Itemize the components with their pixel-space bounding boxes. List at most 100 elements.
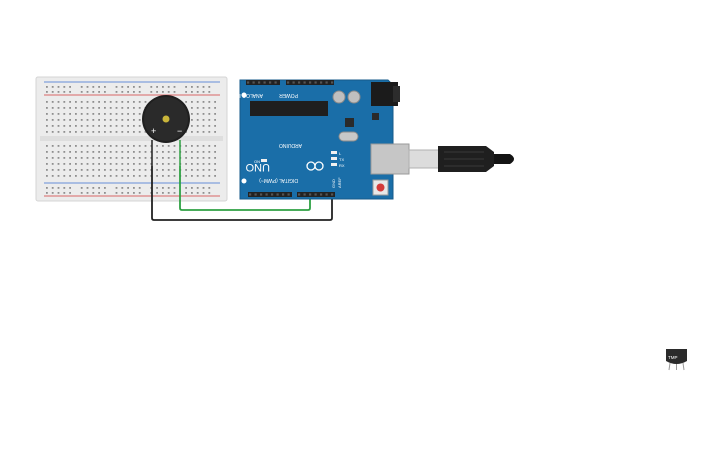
breadboard-hole[interactable]: [138, 157, 141, 159]
breadboard-hole[interactable]: [75, 113, 77, 115]
breadboard-hole[interactable]: [57, 163, 60, 165]
breadboard-hole[interactable]: [127, 187, 129, 189]
breadboard-hole[interactable]: [162, 151, 164, 153]
header-pin[interactable]: [314, 81, 317, 84]
breadboard-hole[interactable]: [63, 145, 66, 147]
breadboard-hole[interactable]: [185, 187, 187, 189]
breadboard-hole[interactable]: [98, 157, 100, 159]
breadboard-hole[interactable]: [109, 145, 112, 147]
breadboard-hole[interactable]: [92, 113, 95, 115]
piezo-buzzer[interactable]: + −: [142, 95, 190, 166]
breadboard-hole[interactable]: [86, 131, 89, 133]
breadboard-hole[interactable]: [133, 163, 135, 165]
breadboard-hole[interactable]: [57, 119, 60, 121]
breadboard-hole[interactable]: [191, 175, 193, 177]
breadboard-hole[interactable]: [63, 157, 66, 159]
breadboard-hole[interactable]: [196, 107, 199, 109]
breadboard-hole[interactable]: [144, 101, 147, 103]
breadboard-hole[interactable]: [104, 107, 106, 109]
breadboard-hole[interactable]: [51, 86, 54, 88]
breadboard-hole[interactable]: [115, 113, 118, 115]
breadboard-hole[interactable]: [86, 113, 89, 115]
breadboard-hole[interactable]: [75, 107, 77, 109]
breadboard-hole[interactable]: [138, 86, 141, 88]
breadboard-hole[interactable]: [127, 145, 129, 147]
breadboard-hole[interactable]: [104, 192, 106, 194]
breadboard-hole[interactable]: [144, 145, 147, 147]
breadboard-hole[interactable]: [173, 169, 176, 171]
breadboard-hole[interactable]: [138, 151, 141, 153]
breadboard-hole[interactable]: [46, 163, 48, 165]
breadboard-hole[interactable]: [185, 101, 187, 103]
breadboard-hole[interactable]: [69, 113, 71, 115]
breadboard-hole[interactable]: [92, 192, 95, 194]
breadboard-hole[interactable]: [173, 192, 176, 194]
breadboard-hole[interactable]: [115, 163, 118, 165]
breadboard-hole[interactable]: [138, 107, 141, 109]
breadboard-hole[interactable]: [109, 119, 112, 121]
breadboard-hole[interactable]: [46, 125, 48, 127]
breadboard-hole[interactable]: [98, 119, 100, 121]
breadboard-hole[interactable]: [80, 91, 83, 93]
breadboard-hole[interactable]: [208, 192, 211, 194]
breadboard-hole[interactable]: [167, 169, 170, 171]
breadboard-hole[interactable]: [138, 175, 141, 177]
breadboard-hole[interactable]: [208, 119, 211, 121]
breadboard-hole[interactable]: [144, 169, 147, 171]
breadboard-hole[interactable]: [185, 91, 187, 93]
breadboard-hole[interactable]: [104, 113, 106, 115]
breadboard-hole[interactable]: [208, 107, 211, 109]
breadboard-hole[interactable]: [173, 175, 176, 177]
breadboard-hole[interactable]: [196, 113, 199, 115]
breadboard-hole[interactable]: [57, 145, 60, 147]
breadboard-hole[interactable]: [46, 151, 48, 153]
breadboard-hole[interactable]: [69, 151, 71, 153]
breadboard-hole[interactable]: [138, 192, 141, 194]
breadboard-hole[interactable]: [173, 157, 176, 159]
breadboard-hole[interactable]: [115, 145, 118, 147]
breadboard-hole[interactable]: [202, 163, 205, 165]
breadboard-hole[interactable]: [127, 113, 129, 115]
breadboard-hole[interactable]: [133, 107, 135, 109]
breadboard-hole[interactable]: [109, 163, 112, 165]
breadboard-hole[interactable]: [127, 107, 129, 109]
breadboard-hole[interactable]: [138, 145, 141, 147]
breadboard-hole[interactable]: [57, 107, 60, 109]
breadboard-hole[interactable]: [104, 187, 106, 189]
breadboard-hole[interactable]: [63, 91, 66, 93]
breadboard-hole[interactable]: [202, 175, 205, 177]
breadboard-hole[interactable]: [162, 187, 164, 189]
breadboard-hole[interactable]: [133, 131, 135, 133]
breadboard-hole[interactable]: [208, 131, 211, 133]
breadboard-hole[interactable]: [121, 101, 124, 103]
breadboard-hole[interactable]: [57, 131, 60, 133]
breadboard-hole[interactable]: [127, 125, 129, 127]
breadboard-hole[interactable]: [51, 175, 54, 177]
breadboard-hole[interactable]: [63, 163, 66, 165]
breadboard-hole[interactable]: [75, 131, 77, 133]
breadboard-hole[interactable]: [127, 86, 129, 88]
breadboard-hole[interactable]: [214, 163, 216, 165]
breadboard-hole[interactable]: [191, 187, 193, 189]
breadboard-hole[interactable]: [63, 151, 66, 153]
breadboard-hole[interactable]: [92, 107, 95, 109]
breadboard-hole[interactable]: [127, 151, 129, 153]
breadboard-hole[interactable]: [156, 151, 158, 153]
breadboard-hole[interactable]: [98, 145, 100, 147]
breadboard-hole[interactable]: [138, 91, 141, 93]
breadboard-hole[interactable]: [57, 151, 60, 153]
header-pin[interactable]: [258, 81, 261, 84]
breadboard-hole[interactable]: [162, 163, 164, 165]
header-pin[interactable]: [282, 193, 285, 196]
breadboard-hole[interactable]: [57, 192, 60, 194]
breadboard-hole[interactable]: [144, 151, 147, 153]
breadboard-hole[interactable]: [86, 187, 89, 189]
breadboard-hole[interactable]: [46, 145, 48, 147]
breadboard-hole[interactable]: [167, 86, 170, 88]
breadboard-hole[interactable]: [156, 169, 158, 171]
breadboard-hole[interactable]: [156, 163, 158, 165]
breadboard-hole[interactable]: [127, 91, 129, 93]
breadboard-hole[interactable]: [75, 125, 77, 127]
breadboard-hole[interactable]: [98, 163, 100, 165]
breadboard-hole[interactable]: [98, 175, 100, 177]
